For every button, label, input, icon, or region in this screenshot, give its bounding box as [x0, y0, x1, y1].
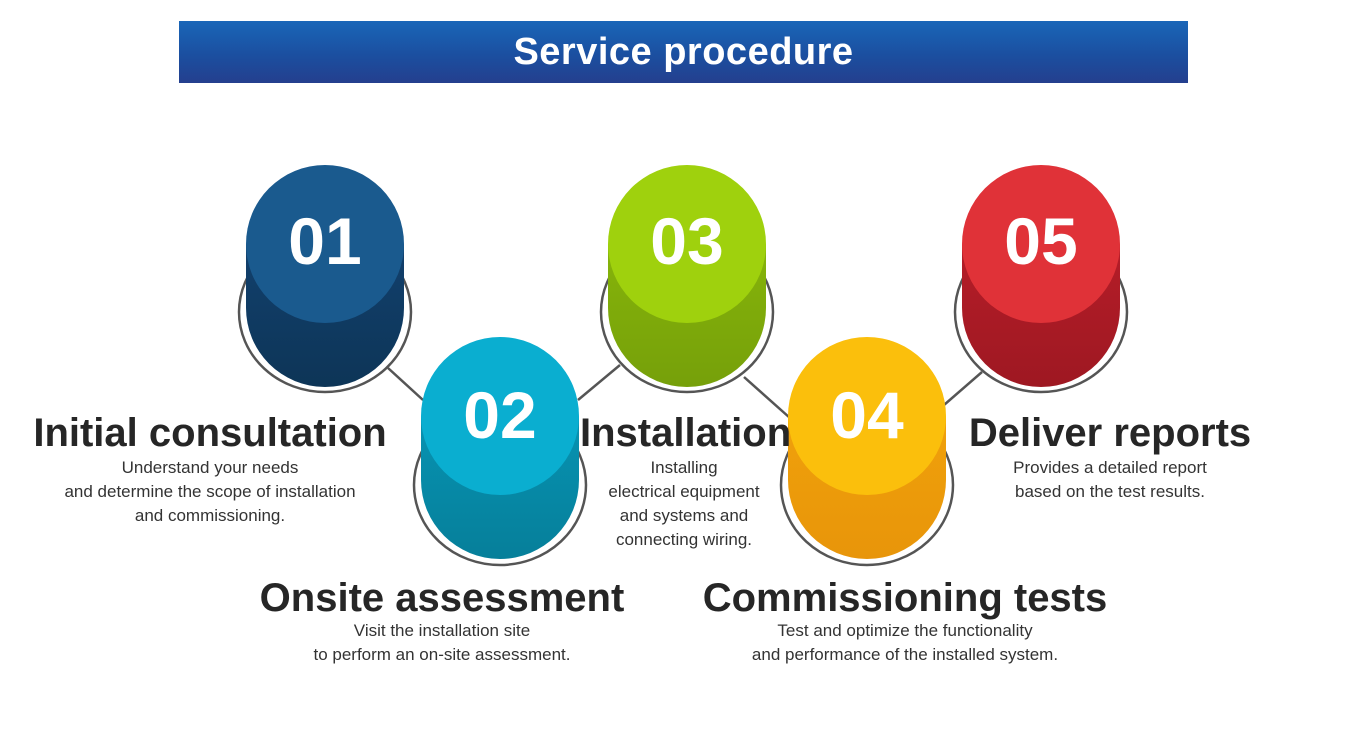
connector-4-5	[943, 371, 983, 406]
step-3-cylinder	[599, 165, 775, 394]
step-1-title: Initial consultation	[33, 411, 387, 455]
step-1-desc-line: and commissioning.	[134, 506, 286, 525]
connector-1-2	[387, 367, 424, 401]
connector-3-4	[743, 376, 791, 419]
step-5-cylinder	[953, 165, 1129, 394]
step-4-cylinder	[779, 337, 955, 567]
title-banner: Service procedure	[179, 21, 1188, 83]
step-3-description: Installing electrical equipment and syst…	[584, 456, 784, 552]
page-title: Service procedure	[513, 30, 854, 73]
step-1-desc-line: Understand your needs	[121, 458, 299, 477]
step-4-title: Commissioning tests	[702, 576, 1108, 620]
step-2-desc-line: Visit the installation site	[353, 621, 531, 640]
step-1-description: Understand your needs and determine the …	[20, 456, 400, 528]
step-3-desc-line: Installing	[650, 458, 718, 477]
step-3-desc-line: connecting wiring.	[615, 530, 753, 549]
step-3-desc-line: electrical equipment	[608, 482, 760, 501]
step-2-title: Onsite assessment	[259, 576, 625, 620]
step-1-desc-line: and determine the scope of installation	[64, 482, 356, 501]
step-4-description: Test and optimize the functionality and …	[685, 619, 1125, 667]
step-1-cylinder	[237, 165, 413, 394]
step-4-desc-line: and performance of the installed system.	[751, 645, 1059, 664]
step-5-desc-line: based on the test results.	[1015, 482, 1205, 501]
connector-2-3	[577, 364, 621, 401]
step-4-desc-line: Test and optimize the functionality	[777, 621, 1033, 640]
step-5-description: Provides a detailed report based on the …	[955, 456, 1265, 504]
step-5-title: Deliver reports	[968, 411, 1252, 455]
step-3-number: 03	[650, 204, 724, 278]
connector-lines	[387, 364, 983, 419]
step-3-desc-line: and systems and	[619, 506, 749, 525]
step-4-number: 04	[830, 378, 904, 452]
step-1-number: 01	[288, 204, 362, 278]
step-3-title: Installation	[580, 411, 792, 455]
step-2-number: 02	[463, 378, 537, 452]
step-5-desc-line: Provides a detailed report	[1013, 458, 1207, 477]
step-2-cylinder	[412, 337, 588, 567]
step-2-desc-line: to perform an on-site assessment.	[313, 645, 571, 664]
step-5-number: 05	[1004, 204, 1078, 278]
step-2-description: Visit the installation site to perform a…	[242, 619, 642, 667]
